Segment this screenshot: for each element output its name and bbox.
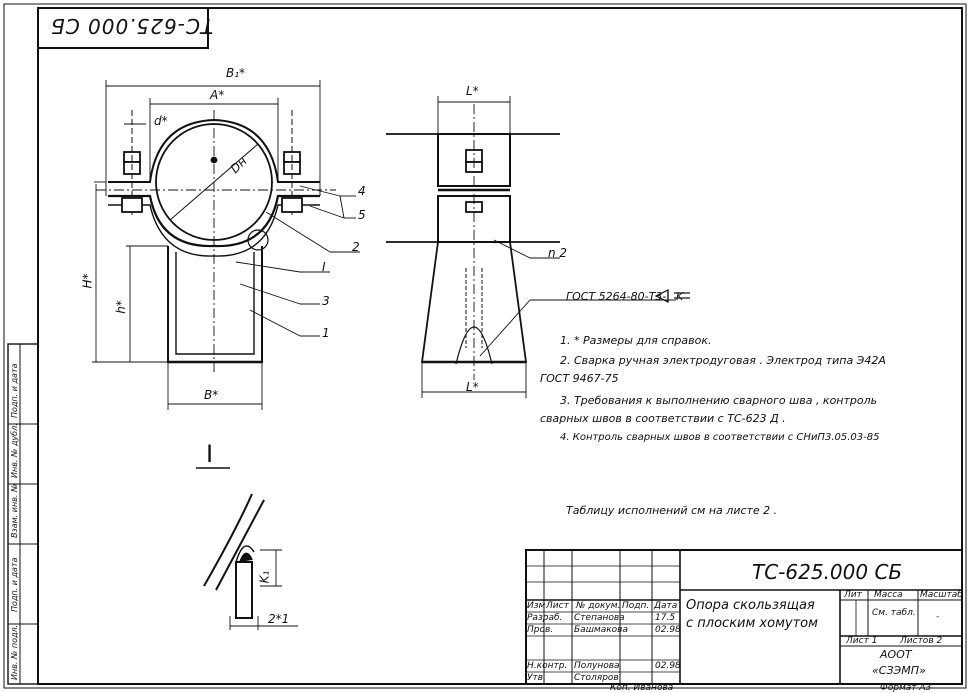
title-name-1: Опора скользящая [686,598,815,613]
tb-nkontr-name: Полунова [574,661,620,671]
tb-org-2: «СЗЭМП» [872,664,926,677]
section-mark: I [206,440,214,468]
dim-k1: K₁ [257,570,272,584]
tb-nkontr-date: 02.98 [655,661,681,671]
stamp-inv-podl: Инв. № подл. [10,624,19,680]
tb-razrab-date: 17.5 [655,613,676,623]
leader-4: 4 [358,184,366,198]
note-table-ref: Таблицу исполнений см на листе 2 . [566,504,778,517]
note-1: 1. * Размеры для справок. [560,334,712,347]
leader-3: 3 [322,294,330,308]
tb-col-mass: Масса [874,590,903,600]
tb-utv-name: Столяров [574,673,619,683]
tb-hdr-podp: Подп. [622,601,650,611]
note-2b: ГОСТ 9467-75 [540,372,619,385]
tb-org-1: АООТ [880,648,912,661]
note-4: 4. Контроль сварных швов в соответствии … [560,432,880,443]
dim-l-top: L* [466,84,479,98]
tb-scale-value: - [936,612,940,622]
leader-n2: n 2 [548,246,568,260]
title-name-2: с плоским хомутом [686,616,818,631]
stamp-podp-data-2: Подп. и дата [10,363,19,419]
tb-hdr-date: Дата [654,601,678,611]
leader-2: 2 [352,240,360,254]
stamp-podp-data-1: Подп. и дата [10,557,19,613]
note-3a: 3. Требования к выполнению сварного шва … [560,394,878,407]
weld-symbol-label: ГОСТ 5264-80-Т3- [566,290,667,303]
stamp-inv-dubl: Инв. № дубл. [10,423,19,478]
tb-col-scale: Масштаб [920,590,963,600]
tb-razrab-label: Разраб. [527,613,563,623]
tb-razrab-name: Степанова [574,613,625,623]
tb-nkontr-label: Н.контр. [527,661,568,671]
weld-symbol-k: K [676,290,684,303]
note-3b: сварных швов в соответствии с ТС-623 Д . [540,412,786,425]
dim-b: B* [204,388,219,402]
tb-col-lit: Лит [844,590,862,600]
dim-weld: 2*1 [268,612,290,626]
footer-copy: Коп. Иванова [610,683,674,693]
dim-d: d* [154,114,168,128]
tb-sheet: Лист 1 [846,636,878,646]
dim-l-bottom: L* [466,380,479,394]
tb-mass-value: См. табл. [872,608,916,618]
dim-h: h* [113,300,128,314]
stamp-vzam-inv: Взам. инв. № [10,483,19,538]
tb-prov-date: 02.98 [655,625,681,635]
dim-b1: B₁* [226,66,246,80]
leader-i: I [322,260,326,274]
tb-utv-label: Утв. [527,673,546,683]
leader-5: 5 [358,208,366,222]
tb-hdr-doc: № докум. [576,601,621,611]
tb-prov-label: Пров. [527,625,554,635]
tb-prov-name: Башмакова [574,625,628,635]
tb-hdr-list: Лист [546,601,569,611]
drawing-code-stamp: ТС-625.000 СБ [50,14,214,38]
dim-a: A* [210,88,225,102]
title-block-code: ТС-625.000 СБ [752,560,903,584]
tb-sheets: Листов 2 [900,636,943,646]
note-2a: 2. Сварка ручная электродуговая . Электр… [560,354,886,367]
weld-symbol-icon [654,289,690,303]
footer-format: Формат А3 [880,683,932,693]
tb-hdr-izm: Изм [527,601,546,611]
leader-1: 1 [322,326,330,340]
dim-h-total: H* [80,273,95,289]
